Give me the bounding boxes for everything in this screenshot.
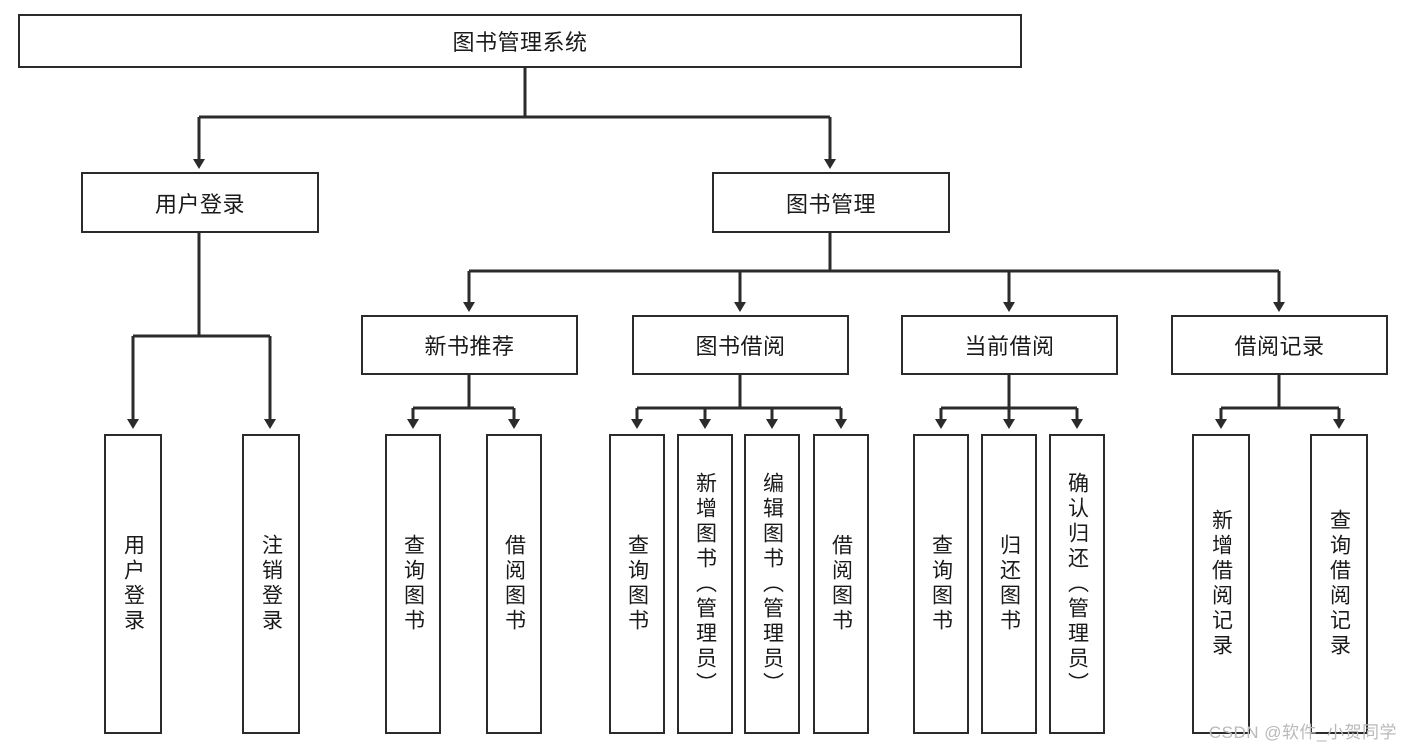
node-label: 查询图书 [625,534,649,634]
node-label: 查询借阅记录 [1327,509,1351,659]
node-label: 查询图书 [929,534,953,634]
node-label: 图书管理系统 [452,30,588,55]
node-label: 注销登录 [259,534,283,634]
node-label: 借阅记录 [1234,334,1325,359]
node-new-book-recommend[interactable]: 新书推荐 [361,315,578,375]
node-label: 图书借阅 [695,334,786,359]
node-leaf-edit-book-admin[interactable]: 编辑图书（管理员） [744,434,800,734]
node-leaf-query-borrow-record[interactable]: 查询借阅记录 [1310,434,1368,734]
node-leaf-query-book-current[interactable]: 查询图书 [913,434,969,734]
node-borrow-record[interactable]: 借阅记录 [1171,315,1388,375]
node-label: 当前借阅 [964,334,1055,359]
node-label: 图书管理 [785,191,876,217]
node-leaf-query-book-borrow[interactable]: 查询图书 [609,434,665,734]
node-label: 借阅图书 [829,534,853,634]
node-leaf-return-book[interactable]: 归还图书 [981,434,1037,734]
node-leaf-logout[interactable]: 注销登录 [242,434,300,734]
node-current-borrow[interactable]: 当前借阅 [901,315,1118,375]
node-root-book-management-system[interactable]: 图书管理系统 [18,14,1022,68]
node-label: 编辑图书（管理员） [760,471,784,697]
node-user-login[interactable]: 用户登录 [81,172,319,233]
node-leaf-confirm-return-admin[interactable]: 确认归还（管理员） [1049,434,1105,734]
node-label: 用户登录 [154,191,245,217]
node-leaf-borrow-book[interactable]: 借阅图书 [813,434,869,734]
node-leaf-add-book-admin[interactable]: 新增图书（管理员） [677,434,733,734]
node-leaf-borrow-book-recommend[interactable]: 借阅图书 [486,434,542,734]
node-book-borrow[interactable]: 图书借阅 [632,315,849,375]
node-leaf-user-login[interactable]: 用户登录 [104,434,162,734]
node-label: 新增借阅记录 [1209,509,1233,659]
node-label: 新增图书（管理员） [693,471,717,697]
node-label: 新书推荐 [424,334,515,359]
node-label: 归还图书 [997,534,1021,634]
node-leaf-query-book-recommend[interactable]: 查询图书 [385,434,441,734]
node-label: 借阅图书 [502,534,526,634]
node-label: 确认归还（管理员） [1065,471,1089,697]
node-book-management[interactable]: 图书管理 [712,172,950,233]
node-label: 用户登录 [121,534,145,634]
node-leaf-add-borrow-record[interactable]: 新增借阅记录 [1192,434,1250,734]
node-label: 查询图书 [401,534,425,634]
